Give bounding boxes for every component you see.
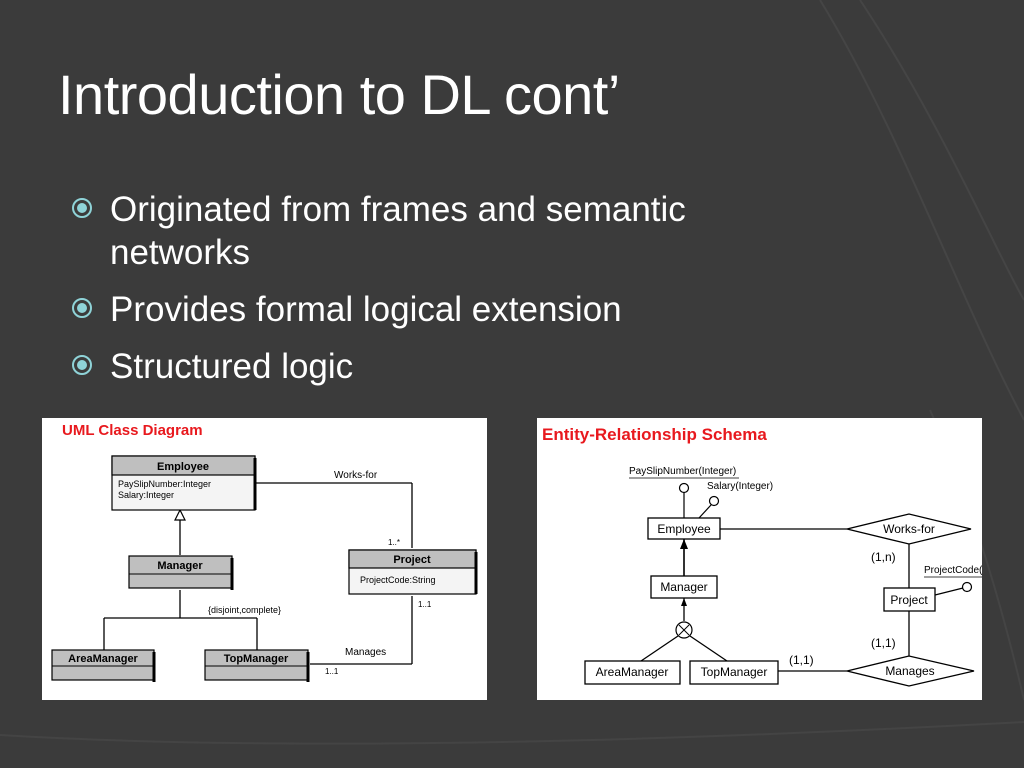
uml-employee-class: Employee PaySlipNumber:Integer Salary:In… [111,455,257,511]
uml-project-class: Project ProjectCode:String [348,549,478,595]
uml-project-attr: ProjectCode:String [360,575,436,585]
generalization-cross [678,624,690,636]
er-cardinality: (1,1) [789,653,814,667]
uml-employee-attr: PaySlipNumber:Integer [118,479,211,489]
uml-topmanager-class: TopManager [204,649,310,682]
uml-topmanager-name: TopManager [224,653,289,665]
er-employee-entity [647,517,721,540]
er-manager-entity [650,575,718,599]
uml-project-name: Project [393,554,431,566]
er-attribute-label: Salary(Integer) [707,481,773,492]
er-works-for-label: Works-for [883,522,935,536]
attribute-line [934,587,964,596]
uml-employee-name: Employee [157,461,209,473]
isa-line [640,635,679,662]
uml-class-diagram: UML Class Diagram Employee PaySlipNumber… [51,422,478,682]
er-schema-diagram: Entity-Relationship Schema PaySlipNumber… [542,425,983,687]
er-cardinality: (1,n) [871,550,896,564]
bullet-text: Provides formal logical extension [110,290,622,329]
bullet-item: Originated from frames and semantic netw… [70,188,790,274]
bullet-item: Structured logic [70,345,790,388]
uml-multiplicity: 1..1 [325,667,339,676]
er-project-label: Project [890,593,928,607]
bullet-text: Structured logic [110,347,354,386]
isa-arrowhead [680,539,688,549]
uml-manages-label: Manages [345,647,386,658]
er-areamanager-entity [584,660,681,685]
er-topmanager-label: TopManager [701,665,768,679]
generalization-arrow [174,508,186,521]
uml-employee-attr: Salary:Integer [118,490,174,500]
uml-areamanager-class: AreaManager [51,649,156,682]
er-manages-relationship [846,655,975,687]
er-areamanager-label: AreaManager [596,665,669,679]
er-manages-label: Manages [885,664,934,678]
uml-manager-name: Manager [157,560,203,572]
uml-multiplicity: 1..1 [418,600,432,609]
bullet-icon [72,355,92,375]
bullet-icon [72,298,92,318]
uml-diagram-panel: UML Class Diagram Employee PaySlipNumber… [42,418,487,700]
uml-areamanager-name: AreaManager [68,653,138,665]
er-employee-label: Employee [657,522,711,536]
uml-works-for-label: Works-for [334,470,378,481]
er-topmanager-entity [689,660,779,685]
er-attribute-label: ProjectCode( [924,565,982,576]
uml-multiplicity: 1..* [388,538,400,547]
attribute-circle [678,482,690,494]
bullet-text: Originated from frames and semantic netw… [110,190,686,272]
er-diagram-panel: Entity-Relationship Schema PaySlipNumber… [537,418,983,700]
uml-heading: UML Class Diagram [62,422,203,439]
er-project-entity [883,587,936,612]
attribute-circle [708,495,720,507]
bullet-item: Provides formal logical extension [70,288,790,331]
bullet-list: Originated from frames and semantic netw… [70,188,790,402]
er-manager-label: Manager [660,580,707,594]
isa-arrowhead [681,598,687,606]
slide-title: Introduction to DL cont’ [58,63,620,126]
er-heading: Entity-Relationship Schema [542,425,767,444]
er-cardinality: (1,1) [871,636,896,650]
er-works-for-relationship [846,513,972,545]
er-attribute-label: PaySlipNumber(Integer) [629,466,736,477]
uml-constraint: {disjoint,complete} [208,605,281,615]
uml-manager-class: Manager [128,555,234,590]
bullet-icon [72,198,92,218]
attribute-line [698,504,712,519]
isa-line [689,635,728,662]
attribute-circle [961,581,973,593]
